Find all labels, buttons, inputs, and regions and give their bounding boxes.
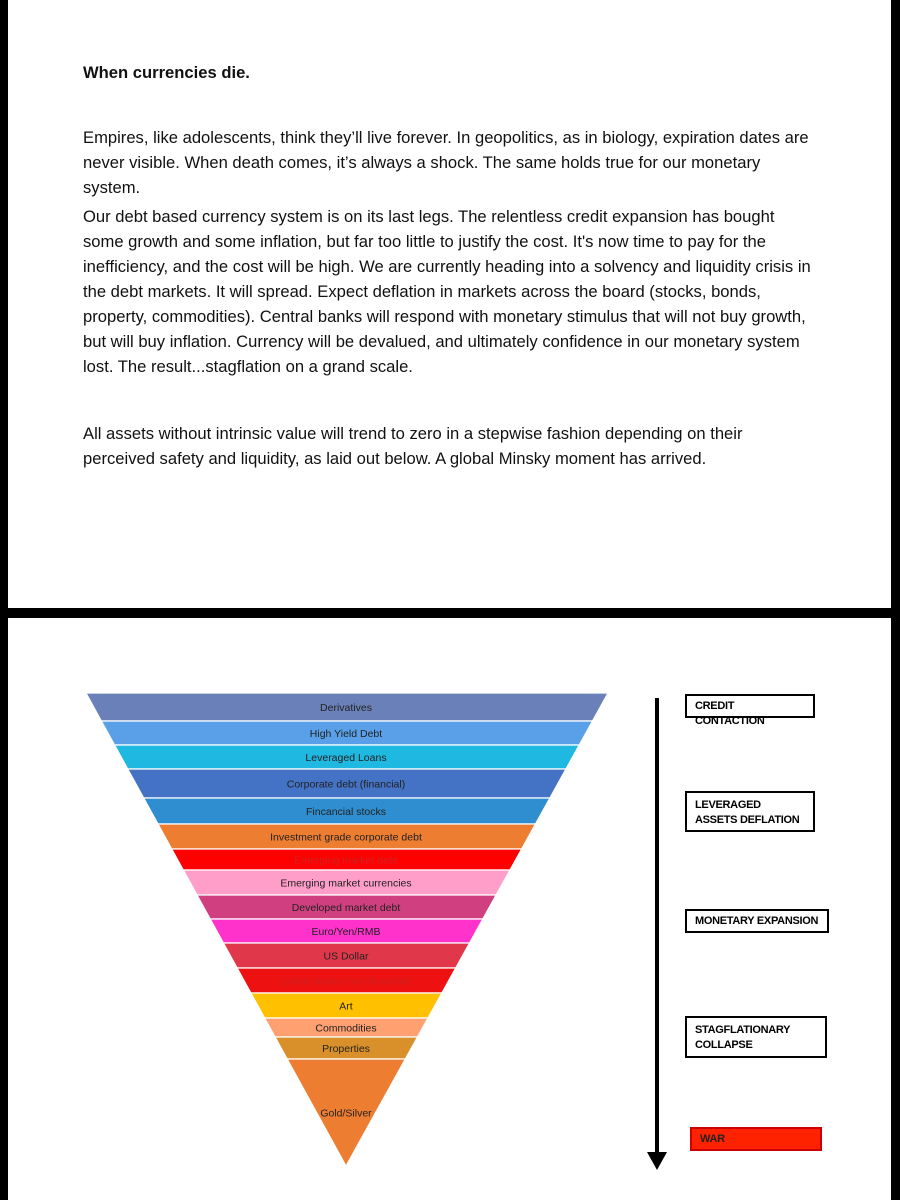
pyramid-layer-label: Emerging market currencies (280, 878, 411, 890)
pyramid-layer-label: Derivatives (320, 702, 372, 714)
paragraph-text: All assets without intrinsic value will … (83, 424, 743, 468)
pyramid-layer-label: Emerging market debt (294, 855, 397, 867)
stage-box: CREDIT CONTACTION (685, 694, 815, 727)
pyramid-layer-label: Euro/Yen/RMB (311, 926, 380, 938)
pyramid-layer-label: Investment grade corporate debt (270, 832, 422, 844)
stage-box: MONETARY EXPANSION (685, 909, 829, 933)
paragraph-text: Empires, like adolescents, think they’ll… (83, 128, 809, 197)
stage-box-war: WAR (690, 1127, 822, 1151)
pyramid-layer-label: Properties (322, 1043, 370, 1055)
pyramid-layer-label: Fincancial stocks (306, 806, 386, 818)
stage-box: STAGFLATIONARY COLLAPSE (685, 1016, 827, 1058)
pyramid-layer-label: Developed market debt (292, 902, 401, 914)
pyramid-layer-label: High Yield Debt (310, 728, 382, 740)
pyramid-layer-label: Listed stocks (non-financial) (281, 976, 411, 988)
pyramid-layer-label: Art (339, 1001, 353, 1013)
pyramid-layer-label: Corporate debt (financial) (287, 779, 405, 791)
document-title: When currencies die. (83, 63, 250, 82)
pyramid-layer-label: Commodities (315, 1023, 376, 1035)
paragraph: Empires, like adolescents, think they’ll… (83, 125, 813, 200)
stage-box: LEVERAGED ASSETS DEFLATION (685, 791, 815, 832)
document-page: When currencies die. Empires, like adole… (8, 0, 891, 608)
paragraph-text: Our debt based currency system is on its… (83, 207, 811, 376)
pyramid-layer-label: Gold/Silver (320, 1108, 372, 1120)
paragraph: Our debt based currency system is on its… (83, 204, 813, 379)
paragraph: All assets without intrinsic value will … (83, 421, 813, 471)
pyramid-layer-label: US Dollar (324, 951, 369, 963)
pyramid-layer (286, 1058, 407, 1168)
down-arrow-icon (647, 698, 667, 1170)
pyramid-layer-label: Leveraged Loans (305, 752, 386, 764)
